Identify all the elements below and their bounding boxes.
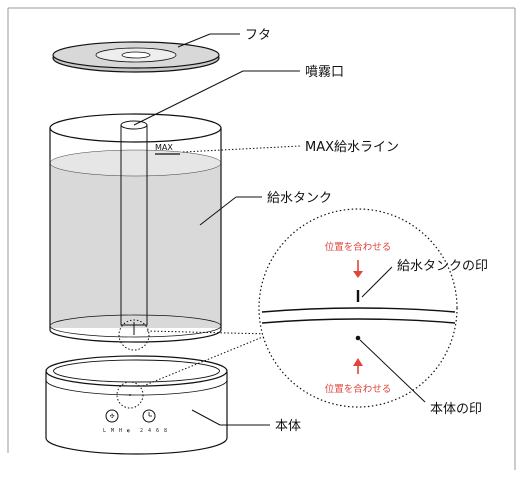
lid xyxy=(52,41,220,73)
label-lid: フタ xyxy=(245,28,271,43)
label-body: 本体 xyxy=(275,419,301,434)
label-max-line: MAX給水ライン xyxy=(305,140,399,155)
tank-leader xyxy=(199,196,237,226)
nozzle-leader xyxy=(133,70,244,126)
body-leader xyxy=(191,409,221,426)
label-body-mark: 本体の印 xyxy=(430,402,482,417)
label-tank: 給水タンク xyxy=(267,191,332,206)
label-nozzle: 噴霧口 xyxy=(305,65,344,80)
svg-text:✣: ✣ xyxy=(109,413,114,420)
water xyxy=(50,163,221,328)
zoom-connector-top xyxy=(146,330,271,335)
panel-right-text: 2 4 6 8 xyxy=(140,428,168,434)
fan-icon xyxy=(105,409,119,423)
base-detail-circle xyxy=(116,381,144,409)
body-mark-leader xyxy=(359,339,426,403)
tank-mark-leader xyxy=(361,266,393,298)
body-mark-dot xyxy=(355,335,361,341)
water-tank xyxy=(49,113,222,343)
tank-detail-circle xyxy=(118,319,150,351)
zoom-detail xyxy=(258,208,458,408)
base-unit: ✣ xyxy=(45,355,228,455)
lid-leader xyxy=(177,33,211,48)
panel-left-text: L M H ◐ xyxy=(103,428,131,434)
label-align-bottom: 位置を合わせる xyxy=(325,383,392,395)
label-max-text: MAX xyxy=(155,143,173,152)
label-tank-mark: 給水タンクの印 xyxy=(397,259,488,274)
label-align-top: 位置を合わせる xyxy=(325,241,392,253)
max-leader xyxy=(182,145,301,153)
